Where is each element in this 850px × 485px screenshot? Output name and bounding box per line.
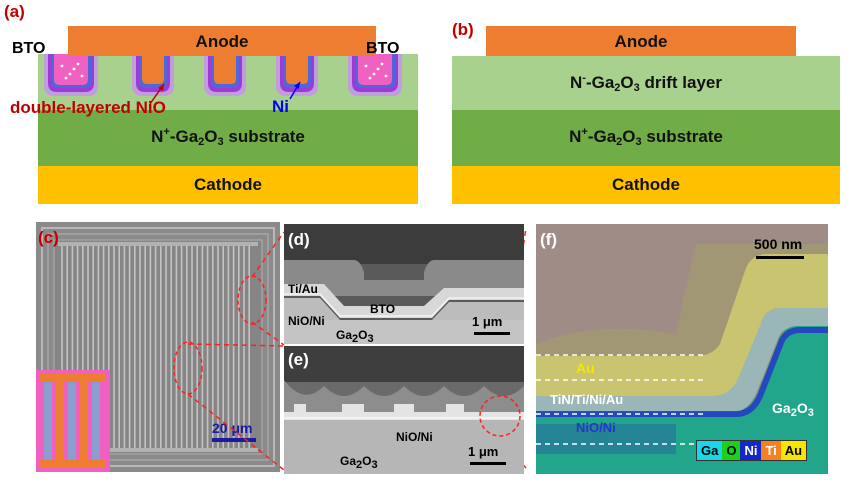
- legend-ni: Ni: [740, 441, 762, 460]
- trench-5: [348, 54, 402, 96]
- panel-c-sem-image: (c) 20 μm: [36, 222, 280, 472]
- panel-e-scale-bar: [470, 462, 506, 465]
- panel-a-anode-label: Anode: [195, 32, 249, 51]
- legend-ti: Ti: [761, 441, 781, 460]
- panel-d-ga2o3-label: Ga2O3: [336, 328, 374, 344]
- panel-f-ga2o3-label: Ga2O3: [772, 400, 814, 419]
- panel-f-nioni-label: NiO/Ni: [576, 420, 616, 435]
- panel-d-nioni-label: NiO/Ni: [288, 314, 325, 328]
- panel-b-anode-label: Anode: [614, 32, 668, 51]
- panel-b-substrate-label: N+-Ga2O3 substrate: [569, 126, 723, 148]
- panel-b-anode: [486, 26, 796, 56]
- legend-au: Au: [780, 441, 807, 460]
- panel-f-legend: Ga O Ni Ti Au: [696, 440, 808, 461]
- panel-f-tin-label: TiN/Ti/Ni/Au: [550, 392, 624, 407]
- panel-a-bto-right: BTO: [366, 40, 400, 57]
- panel-c-label: (c): [38, 228, 59, 247]
- panel-b-substrate: [452, 110, 840, 166]
- panel-c-scale-bar: [212, 438, 256, 442]
- panel-f-dashed-lines: [536, 354, 706, 445]
- panel-b-cathode-label: Cathode: [612, 175, 680, 194]
- panel-f-label: (f): [540, 230, 557, 249]
- trench-1: [44, 54, 98, 96]
- panel-e-scale-label: 1 μm: [468, 444, 499, 459]
- panel-f-eds-map: (f) 500 nm Au TiN/Ti/Ni/Au NiO/Ni Ga2O3 …: [536, 224, 828, 474]
- panel-b-drift-label: N--Ga2O3 drift layer: [570, 72, 722, 94]
- panel-a-cathode-label: Cathode: [194, 175, 262, 194]
- panel-c-inset: [36, 370, 110, 472]
- panel-e-cross-section: [284, 346, 524, 474]
- panel-a-bto-left: BTO: [12, 40, 46, 57]
- panel-f-scale-bar: [756, 256, 804, 259]
- panel-f-scale-label: 500 nm: [754, 236, 803, 252]
- panel-a: (a) Cathode: [0, 0, 430, 210]
- panel-a-cathode: [38, 166, 418, 204]
- panel-b-drift: [452, 56, 840, 110]
- panel-a-ni-label: Ni: [272, 97, 289, 116]
- panel-d-tiau-label: Ti/Au: [288, 282, 318, 296]
- panel-b-cathode: [452, 166, 840, 204]
- panel-f-map-image: [536, 224, 828, 474]
- trench-3: [204, 54, 246, 96]
- panel-a-substrate-label: N+-Ga2O3 substrate: [151, 126, 305, 148]
- panel-a-anode: [68, 26, 376, 56]
- panel-d-scale-label: 1 μm: [472, 314, 503, 329]
- panel-e-sem-image: (e) NiO/Ni Ga2O3 1 μm: [284, 346, 524, 474]
- panel-d-sem-image: (d) Ti/Au BTO NiO/Ni Ga2O3 1 μm: [284, 224, 524, 344]
- panel-e-nioni-label: NiO/Ni: [396, 430, 433, 444]
- panel-d-bto-label: BTO: [370, 302, 396, 316]
- panel-d-cross-section: [284, 224, 524, 344]
- panel-b-label: (b): [452, 20, 474, 39]
- panel-a-label: (a): [4, 2, 25, 21]
- legend-ga: Ga: [697, 441, 723, 460]
- panel-a-arrows: [149, 81, 301, 105]
- panel-c-scale-label: 20 μm: [212, 420, 253, 436]
- trench-4: [276, 54, 318, 96]
- panel-e-ga2o3-label: Ga2O3: [340, 454, 378, 471]
- panel-a-nio-label: double-layered NiO: [10, 98, 166, 117]
- panel-e-label: (e): [288, 350, 309, 369]
- panel-b: (b) Anode N--Ga2O3 drift layer N+-Ga2O3 …: [430, 0, 850, 210]
- panel-f-au-label: Au: [576, 360, 595, 376]
- panel-d-label: (d): [288, 230, 310, 249]
- panel-a-substrate: [38, 110, 418, 166]
- legend-o: O: [722, 441, 741, 460]
- panel-d-scale-bar: [474, 332, 510, 335]
- panel-e-zoom-circle: [479, 395, 521, 437]
